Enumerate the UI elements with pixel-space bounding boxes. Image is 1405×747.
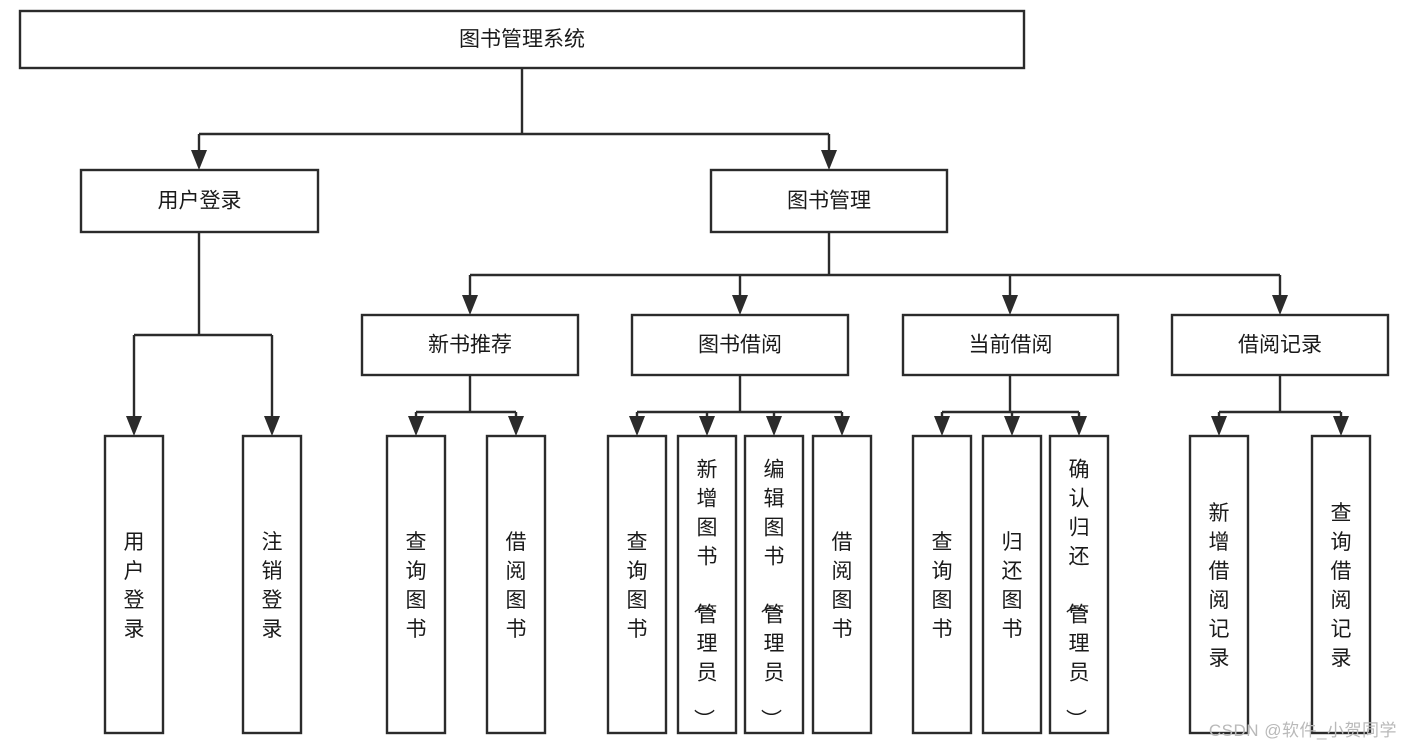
arrow-head-icon [508, 416, 524, 436]
connector-layer [126, 68, 1349, 436]
node-leaf-user-login[interactable]: 用户登录 [103, 434, 165, 735]
node-leaf-add-record[interactable]: 新增借阅记录 [1188, 434, 1250, 735]
arrow-head-icon [1071, 416, 1087, 436]
node-leaf-query-book-rec-label: 查询图书 [406, 531, 427, 641]
arrow-head-icon [1002, 295, 1018, 315]
node-leaf-query-record-label: 查询借阅记录 [1331, 502, 1352, 670]
node-leaf-return-book-box[interactable] [981, 434, 1043, 735]
node-leaf-query-record[interactable]: 查询借阅记录 [1310, 434, 1372, 735]
node-book-borrow[interactable]: 图书借阅 [630, 313, 850, 377]
node-book-borrow-box[interactable] [630, 313, 850, 377]
node-leaf-query-book-borrow-label: 查询图书 [627, 531, 648, 641]
csdn-watermark: CSDN @软件_小贺同学 [1208, 721, 1397, 740]
arrow-head-icon [191, 150, 207, 170]
node-leaf-query-book-rec[interactable]: 查询图书 [385, 434, 447, 735]
node-book-manage[interactable]: 图书管理 [709, 168, 949, 234]
arrow-head-icon [462, 295, 478, 315]
node-leaf-add-book-label: 新增图书（管理员） [692, 459, 718, 730]
node-leaf-confirm-return-box[interactable] [1048, 434, 1110, 735]
node-leaf-borrow-book-rec-label: 借阅图书 [506, 531, 527, 641]
node-current-borrow-label: 当前借阅 [969, 334, 1053, 357]
arrow-head-icon [1333, 416, 1349, 436]
node-leaf-borrow-book[interactable]: 借阅图书 [811, 434, 873, 735]
node-new-book-rec-label: 新书推荐 [428, 334, 512, 357]
node-leaf-user-login-label: 用户登录 [124, 531, 145, 641]
node-leaf-confirm-return[interactable]: 确认归还（管理员） [1048, 434, 1110, 735]
arrow-head-icon [629, 416, 645, 436]
arrow-head-icon [834, 416, 850, 436]
node-borrow-record-label: 借阅记录 [1238, 334, 1322, 357]
node-book-manage-label: 图书管理 [787, 190, 871, 213]
node-user-login[interactable]: 用户登录 [79, 168, 320, 234]
node-leaf-add-book-box[interactable] [676, 434, 738, 735]
node-leaf-logout-label: 注销登录 [262, 531, 283, 641]
arrow-head-icon [934, 416, 950, 436]
node-new-book-rec-box[interactable] [360, 313, 580, 377]
node-root-box[interactable] [18, 9, 1026, 70]
node-leaf-borrow-book-box[interactable] [811, 434, 873, 735]
node-leaf-add-book[interactable]: 新增图书（管理员） [676, 434, 738, 735]
node-leaf-query-book-cur-box[interactable] [911, 434, 973, 735]
node-book-manage-box[interactable] [709, 168, 949, 234]
node-new-book-rec[interactable]: 新书推荐 [360, 313, 580, 377]
node-leaf-query-book-borrow[interactable]: 查询图书 [606, 434, 668, 735]
arrow-head-icon [126, 416, 142, 436]
arrow-head-icon [264, 416, 280, 436]
node-leaf-query-book-cur[interactable]: 查询图书 [911, 434, 973, 735]
node-root[interactable]: 图书管理系统 [18, 9, 1026, 70]
node-leaf-return-book-label: 归还图书 [1002, 531, 1023, 641]
node-leaf-query-book-cur-label: 查询图书 [932, 531, 953, 641]
node-leaf-query-book-borrow-box[interactable] [606, 434, 668, 735]
node-leaf-return-book[interactable]: 归还图书 [981, 434, 1043, 735]
node-leaf-confirm-return-label: 确认归还（管理员） [1064, 459, 1090, 730]
node-borrow-record[interactable]: 借阅记录 [1170, 313, 1390, 377]
arrow-head-icon [732, 295, 748, 315]
node-leaf-logout-box[interactable] [241, 434, 303, 735]
node-layer: 图书管理系统用户登录图书管理新书推荐图书借阅当前借阅借阅记录用户登录注销登录查询… [18, 9, 1390, 735]
arrow-head-icon [699, 416, 715, 436]
node-leaf-borrow-book-rec-box[interactable] [485, 434, 547, 735]
node-book-borrow-label: 图书借阅 [698, 334, 782, 357]
node-leaf-add-record-label: 新增借阅记录 [1209, 502, 1230, 670]
node-borrow-record-box[interactable] [1170, 313, 1390, 377]
arrow-head-icon [1272, 295, 1288, 315]
node-leaf-edit-book-box[interactable] [743, 434, 805, 735]
node-leaf-query-record-box[interactable] [1310, 434, 1372, 735]
node-leaf-logout[interactable]: 注销登录 [241, 434, 303, 735]
arrow-head-icon [766, 416, 782, 436]
arrow-head-icon [1211, 416, 1227, 436]
node-leaf-user-login-box[interactable] [103, 434, 165, 735]
arrow-head-icon [408, 416, 424, 436]
node-user-login-box[interactable] [79, 168, 320, 234]
node-leaf-add-record-box[interactable] [1188, 434, 1250, 735]
node-current-borrow[interactable]: 当前借阅 [901, 313, 1120, 377]
node-user-login-label: 用户登录 [158, 190, 242, 213]
node-root-label: 图书管理系统 [459, 28, 585, 51]
node-current-borrow-box[interactable] [901, 313, 1120, 377]
arrow-head-icon [821, 150, 837, 170]
node-leaf-borrow-book-rec[interactable]: 借阅图书 [485, 434, 547, 735]
node-leaf-borrow-book-label: 借阅图书 [832, 531, 853, 641]
arrow-head-icon [1004, 416, 1020, 436]
node-leaf-query-book-rec-box[interactable] [385, 434, 447, 735]
node-leaf-edit-book[interactable]: 编辑图书（管理员） [743, 434, 805, 735]
node-leaf-edit-book-label: 编辑图书（管理员） [759, 459, 785, 730]
